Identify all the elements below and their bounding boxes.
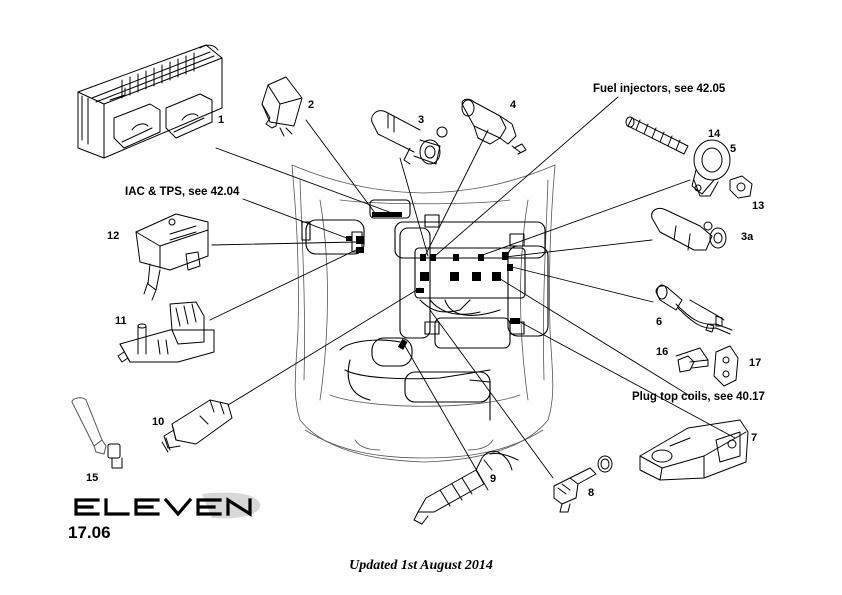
label-part-13: 13: [752, 200, 765, 212]
label-part-10: 10: [152, 416, 165, 428]
valve-part-11: [117, 301, 215, 363]
page-number: 17.06: [68, 523, 111, 542]
label-part-16: 16: [656, 346, 669, 358]
label-part-6: 6: [656, 316, 663, 328]
label-part-9: 9: [490, 473, 497, 485]
sensor-part-9: [413, 450, 519, 525]
bracket-part-17: [713, 345, 739, 387]
ecu-part-1: [77, 44, 223, 159]
label-part-1: 1: [218, 114, 225, 126]
nut-part-13: [729, 175, 753, 199]
label-part-15: 15: [86, 472, 99, 484]
label-part-5: 5: [730, 143, 737, 155]
sensor-part-8: [553, 455, 613, 513]
sensor-part-7: [639, 419, 749, 481]
note-plug-top-coils: Plug top coils, see 40.17: [632, 391, 765, 403]
plug-part-15: [71, 397, 123, 469]
note-fuel-injectors: Fuel injectors, see 42.05: [593, 83, 726, 95]
label-part-3: 3: [418, 114, 425, 126]
label-part-17: 17: [749, 357, 762, 369]
connector-markers: [346, 212, 520, 350]
sensor-part-6: [655, 284, 733, 335]
label-part-8: 8: [588, 487, 595, 499]
label-part-2: 2: [308, 99, 315, 111]
updated-footer: Updated 1st August 2014: [349, 558, 493, 573]
label-part-14: 14: [708, 128, 721, 140]
label-part-7: 7: [751, 432, 758, 444]
note-iac-tps: IAC & TPS, see 42.04: [125, 186, 240, 198]
sensor-part-3: [371, 110, 448, 165]
eleven-logo: [74, 492, 261, 519]
label-part-11: 11: [115, 315, 127, 327]
sensor-part-3a: [651, 207, 727, 251]
sensor-part-10: [161, 399, 233, 453]
stud-part-14: [625, 116, 689, 155]
sensor-part-12: [135, 213, 209, 301]
bolt-part-16: [675, 347, 709, 373]
engine-bay: [301, 199, 549, 421]
label-part-4: 4: [510, 99, 517, 111]
label-part-12: 12: [107, 230, 120, 242]
solenoid-part-5: [691, 139, 731, 197]
car-outline: [291, 164, 556, 463]
leader-lines: [209, 96, 736, 491]
sensor-part-4: [461, 98, 527, 155]
label-part-3a: 3a: [741, 231, 754, 243]
relay-part-2: [261, 76, 303, 137]
